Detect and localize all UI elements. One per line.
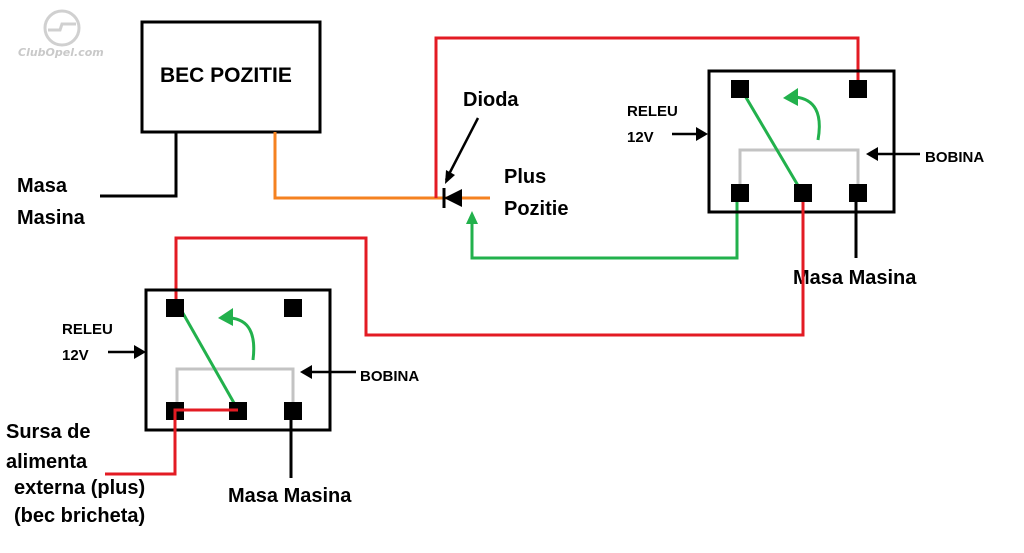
dioda-pointer-arrow (444, 117, 480, 181)
relay-bottom-terminal (166, 299, 184, 317)
relay-bottom-curved-arrowhead-icon (218, 308, 233, 326)
masa-masina-top-relay-label: Masa Masina (793, 267, 917, 289)
sursa-label-2: alimenta (6, 451, 88, 473)
masa-masina-left-label-2: Masina (17, 207, 86, 229)
relay-top-curved-arrow-icon (794, 95, 821, 141)
releu-bottom-arrowhead-icon (134, 345, 146, 359)
bobina-top-arrowhead-icon (866, 147, 878, 161)
relay-top-terminal (794, 184, 812, 202)
releu-top-arrowhead-icon (696, 127, 708, 141)
bobina-top-label: BOBINA (925, 149, 984, 166)
bulb-ground-wire (100, 132, 178, 198)
plus-pozitie-label-1: Plus (504, 166, 546, 188)
relay-bottom (144, 288, 332, 432)
opel-logo-icon (43, 9, 81, 47)
releu-top-label-1: RELEU (627, 103, 678, 120)
bec-pozitie-box (140, 20, 322, 134)
relay-bottom-switch-contact (178, 307, 240, 411)
diode-icon (442, 188, 462, 208)
watermark-logo: ClubOpel.com (18, 9, 104, 59)
opel-bolt-icon (48, 22, 76, 32)
relay-bottom-terminal (284, 299, 302, 317)
dioda-label: Dioda (463, 89, 519, 111)
relay-top-terminal (731, 80, 749, 98)
sursa-label-3: externa (plus) (14, 477, 145, 499)
bobina-bottom-arrowhead-icon (300, 365, 312, 379)
relay-top-switch-contact (739, 88, 805, 195)
bec-pozitie-label: BEC POZITIE (160, 64, 292, 87)
releu-bottom-label-1: RELEU (62, 321, 113, 338)
green-wire (470, 194, 739, 260)
masa-masina-left-label-1: Masa (17, 175, 68, 197)
orange-wire (273, 132, 490, 200)
releu-bottom-label-2: 12V (62, 347, 89, 364)
red-wire-external-supply (105, 408, 238, 476)
relay-bottom-box (144, 288, 332, 432)
relay-top-curved-arrowhead-icon (783, 88, 798, 106)
relay-bottom-coil-wire (175, 367, 295, 410)
dioda-arrowhead-icon (445, 170, 455, 184)
relay-top-terminal (849, 184, 867, 202)
relay-top (707, 69, 896, 214)
plus-pozitie-label-2: Pozitie (504, 198, 568, 220)
green-wire-arrowhead-icon (466, 211, 478, 224)
masa-masina-bottom-relay-label: Masa Masina (228, 485, 352, 507)
relay-bottom-terminal (284, 402, 302, 420)
watermark-text: ClubOpel.com (18, 46, 104, 59)
red-wire-relay-link (174, 202, 805, 337)
sursa-label-1: Sursa de (6, 421, 90, 443)
sursa-label-4: (bec bricheta) (14, 505, 145, 527)
releu-top-label-2: 12V (627, 129, 654, 146)
relay-top-terminal (849, 80, 867, 98)
relay-bottom-curved-arrow-icon (229, 316, 256, 361)
bobina-bottom-label: BOBINA (360, 368, 419, 385)
relay-top-coil-wire (738, 148, 860, 194)
red-wire-top (434, 36, 860, 198)
relay-top-terminal (731, 184, 749, 202)
